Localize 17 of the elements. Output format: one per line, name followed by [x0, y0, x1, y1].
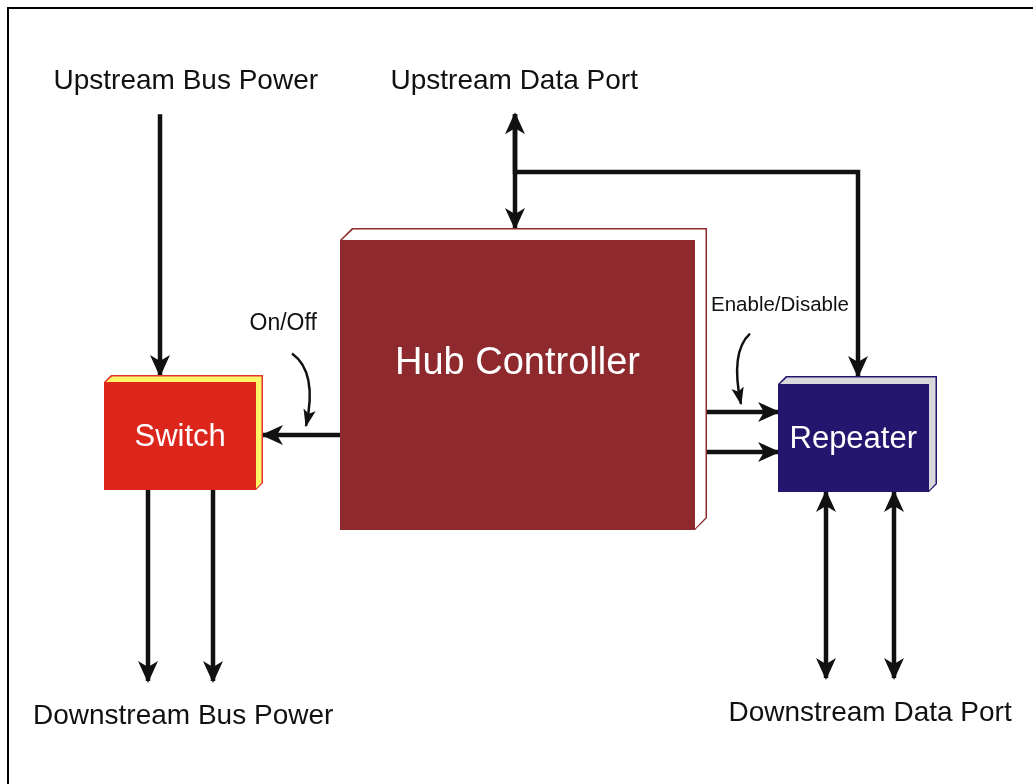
arrow	[505, 112, 525, 230]
block-shape	[104, 375, 263, 490]
arrow	[150, 114, 170, 377]
leader-arrow	[291, 352, 316, 428]
block-shape	[340, 228, 707, 530]
block-label: Hub Controller	[395, 340, 640, 384]
arrow	[884, 490, 904, 680]
block-label: Repeater	[789, 420, 918, 456]
block-shape	[778, 376, 937, 492]
arrow	[512, 114, 868, 378]
arrow	[707, 402, 780, 422]
arrow	[707, 442, 780, 462]
arrow	[816, 490, 836, 680]
arrow	[138, 490, 158, 683]
leader-arrow	[731, 332, 751, 406]
block-label: Switch	[134, 418, 226, 454]
arrow	[203, 490, 223, 683]
